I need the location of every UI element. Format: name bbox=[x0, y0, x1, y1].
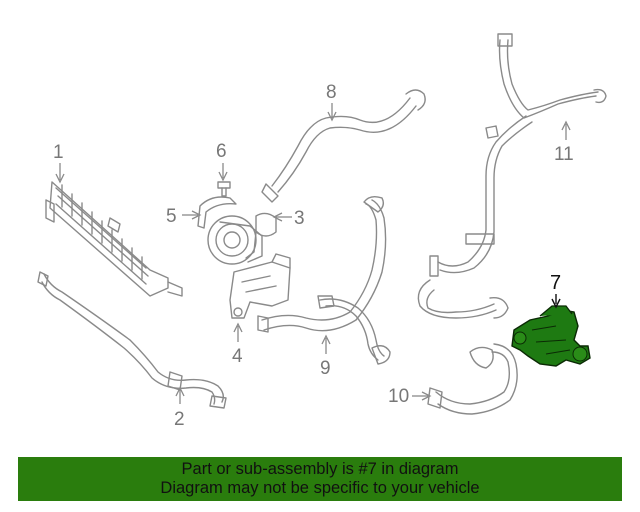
callout-3: 3 bbox=[294, 208, 305, 229]
part-8-hose[interactable] bbox=[261, 89, 426, 203]
callout-11: 11 bbox=[554, 144, 574, 165]
callout-1: 1 bbox=[53, 142, 64, 163]
part-2-hose[interactable] bbox=[37, 271, 227, 409]
callout-6: 6 bbox=[216, 141, 227, 162]
part-6-bolt[interactable] bbox=[217, 181, 231, 197]
part-1-cooler[interactable] bbox=[45, 181, 183, 297]
info-banner: Part or sub-assembly is #7 in diagram Di… bbox=[18, 457, 622, 501]
banner-line-1: Part or sub-assembly is #7 in diagram bbox=[181, 460, 459, 478]
banner-line-2: Diagram may not be specific to your vehi… bbox=[160, 479, 480, 497]
callout-2: 2 bbox=[174, 409, 185, 430]
callout-4: 4 bbox=[232, 346, 243, 367]
callout-9: 9 bbox=[320, 358, 331, 379]
callout-10: 10 bbox=[388, 386, 409, 407]
parts-diagram: 1 2 3 5 6 4 bbox=[37, 33, 607, 430]
part-5-bracket[interactable] bbox=[197, 196, 237, 229]
part-10-hose[interactable] bbox=[427, 343, 518, 415]
part-4-bracket[interactable] bbox=[229, 253, 291, 319]
callout-8: 8 bbox=[326, 82, 337, 103]
part-9-hose[interactable] bbox=[257, 195, 391, 365]
part-11-pipe[interactable] bbox=[417, 33, 607, 319]
part-3-pump[interactable] bbox=[207, 212, 277, 265]
callout-7: 7 bbox=[550, 272, 561, 294]
callout-5: 5 bbox=[166, 206, 177, 227]
part-7-thermostat-housing[interactable] bbox=[511, 305, 591, 367]
